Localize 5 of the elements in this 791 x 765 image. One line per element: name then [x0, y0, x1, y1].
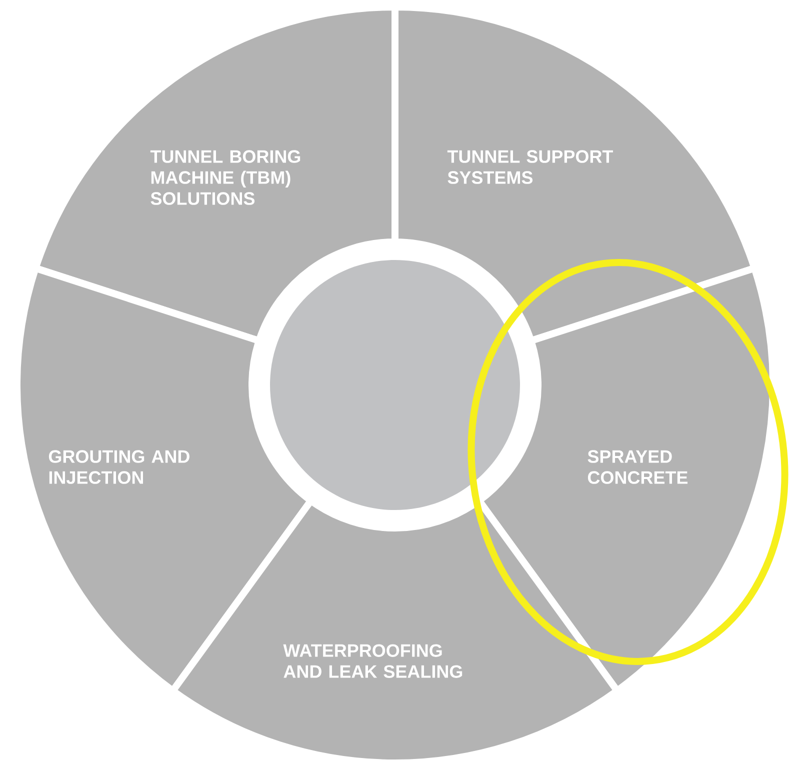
center-circle — [270, 260, 520, 510]
node-label: WATERPROOFING AND LEAK SEALING — [283, 644, 462, 678]
node-label: GROUTING AND INJECTION — [48, 450, 190, 484]
node-label: TUNNEL SUPPORT SYSTEMS — [447, 150, 614, 184]
node-label: SPRAYED CONCRETE — [588, 450, 688, 484]
